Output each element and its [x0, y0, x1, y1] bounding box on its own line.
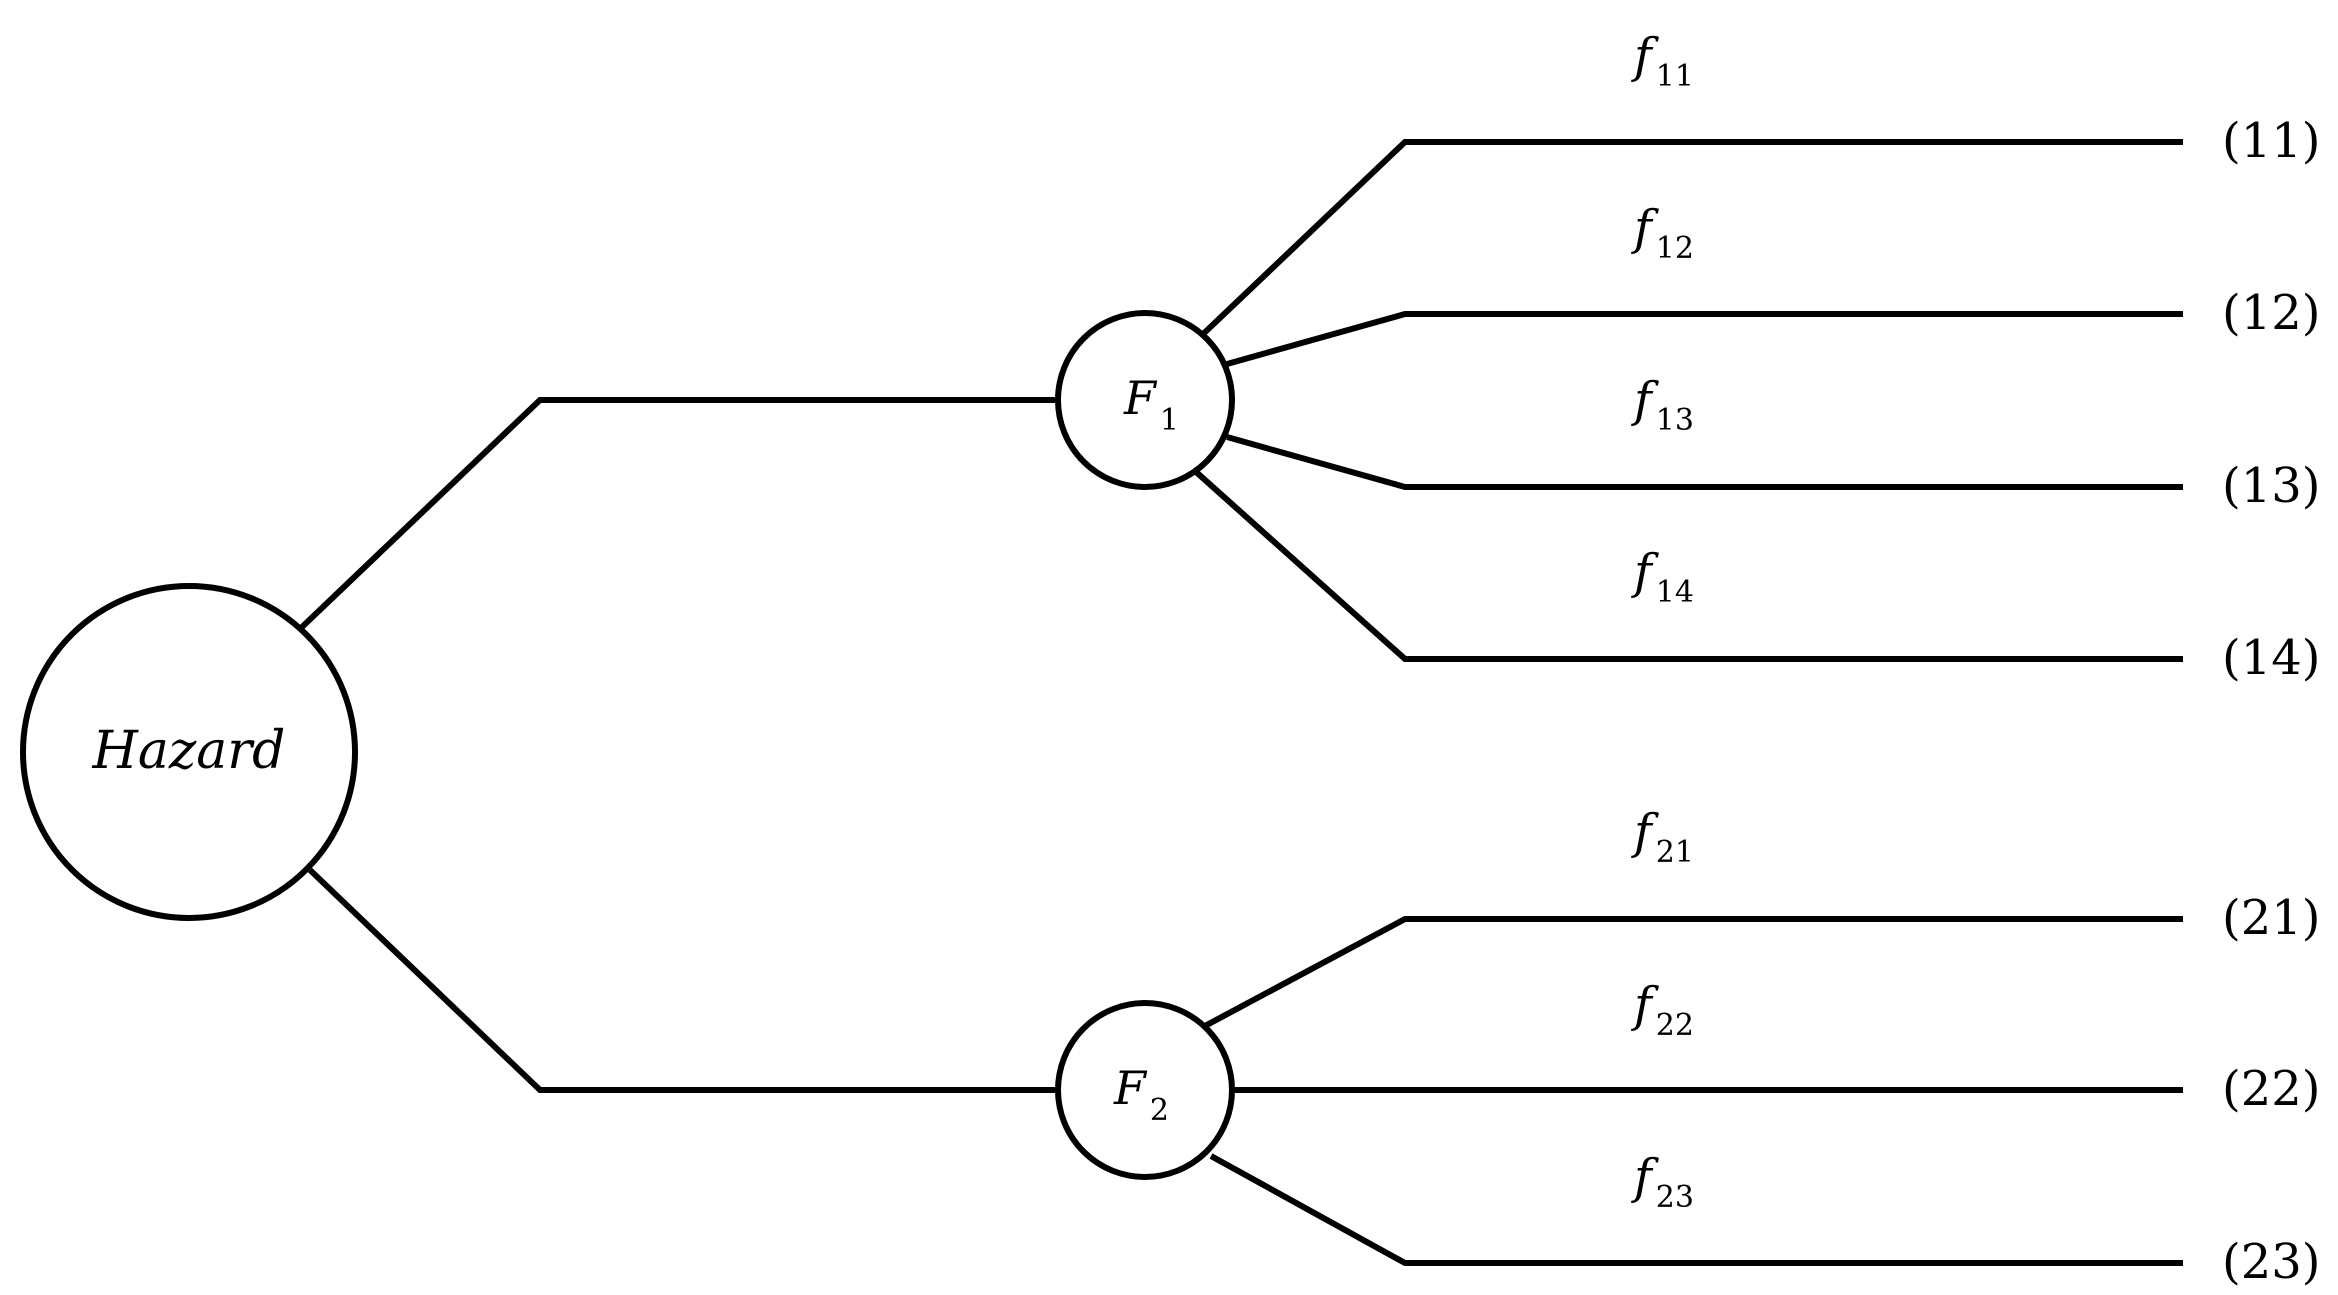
branch-subscript: 11 [1656, 59, 1694, 94]
branch-subscript: 22 [1656, 1008, 1694, 1043]
hazard-node: Hazard [20, 583, 358, 921]
outcome-label-23: (23) [2222, 1234, 2321, 1290]
outcome-label-22: (22) [2222, 1061, 2321, 1117]
edge-hazard-to-f2 [307, 867, 1058, 1093]
edge-f1-to-outcome-12 [1226, 311, 2183, 367]
outcome-label-12: (12) [2222, 285, 2321, 341]
branch-subscript: 21 [1656, 835, 1694, 870]
f2-symbol: F [1113, 1061, 1148, 1115]
outcome-label-14: (14) [2222, 630, 2321, 686]
edge-f2-to-outcome-23 [1209, 1153, 2183, 1266]
outcome-label-11: (11) [2222, 113, 2321, 169]
branch-subscript: 13 [1656, 403, 1694, 438]
f2-subscript: 2 [1150, 1093, 1169, 1128]
f1-circle [1055, 310, 1235, 490]
hazard-circle [20, 583, 358, 921]
edge-f2-to-outcome-21 [1201, 916, 2183, 1030]
branch-subscript: 12 [1656, 231, 1694, 266]
f1-subscript: 1 [1160, 403, 1179, 438]
edge-f1-to-outcome-14 [1192, 468, 2183, 662]
outcome-label-13: (13) [2222, 458, 2321, 514]
branch-subscript: 23 [1656, 1180, 1694, 1215]
f2-circle [1055, 1000, 1235, 1180]
f1-symbol: F [1123, 371, 1158, 425]
edge-f1-to-outcome-13 [1226, 434, 2183, 490]
edge-f1-to-outcome-11 [1198, 139, 2183, 339]
branch-subscript: 14 [1656, 575, 1694, 610]
outcome-label-21: (21) [2222, 890, 2321, 946]
hazard-label: Hazard [92, 721, 286, 781]
edge-hazard-to-f1 [299, 397, 1058, 630]
